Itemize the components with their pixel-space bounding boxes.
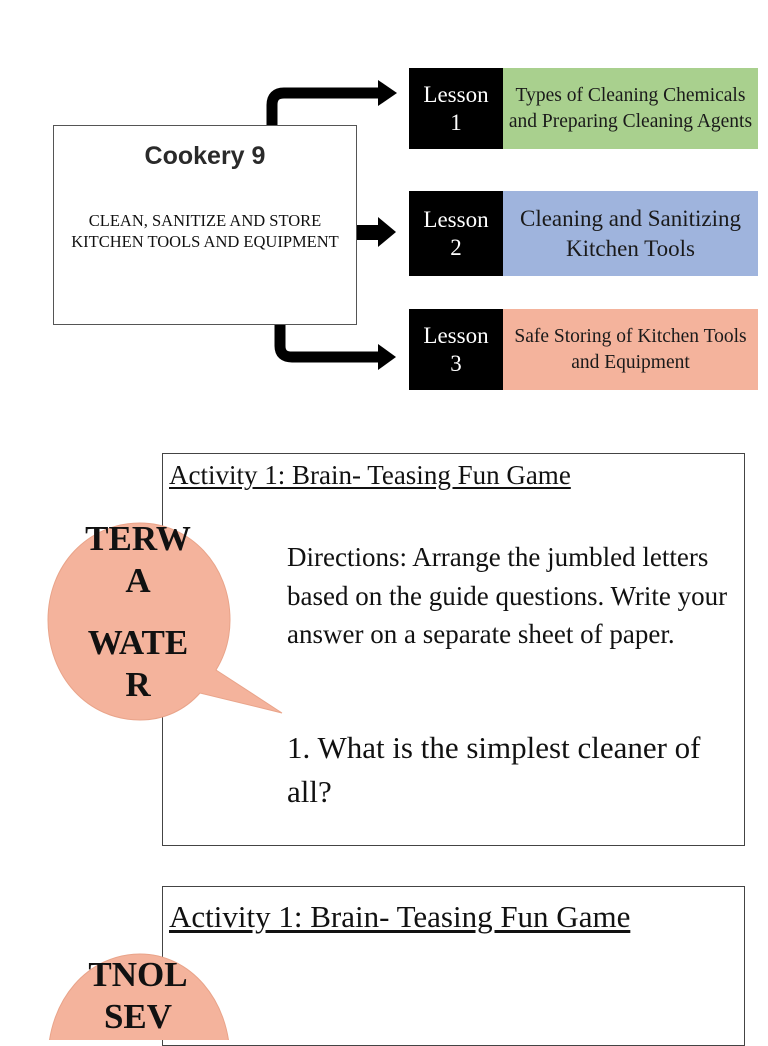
lesson-1-title: Types of Cleaning Chemicals and Preparin… (503, 68, 758, 149)
jumbled-line: TNOL (88, 955, 188, 994)
answer-word-1: WATE R (68, 622, 208, 706)
answer-line: WATE (87, 623, 189, 662)
jumbled-line: TERW (85, 519, 191, 558)
arrow-to-lesson-1 (266, 80, 397, 125)
jumbled-line: A (125, 561, 151, 600)
lesson-number: 1 (450, 109, 462, 135)
jumbled-word-2: TNOL SEV (68, 954, 208, 1038)
activity-card-2: Activity 1: Brain- Teasing Fun Game (162, 886, 745, 1046)
lesson-3-title: Safe Storing of Kitchen Tools and Equipm… (503, 309, 758, 390)
lesson-number: 3 (450, 350, 462, 376)
activity-directions: Directions: Arrange the jumbled letters … (287, 542, 728, 649)
activity-card-1: Activity 1: Brain- Teasing Fun Game Dire… (162, 453, 745, 846)
activity-question: 1. What is the simplest cleaner of all? (287, 730, 701, 809)
course-title: Cookery 9 (144, 142, 266, 170)
answer-line: R (125, 665, 151, 704)
course-subtitle: CLEAN, SANITIZE AND STORE KITCHEN TOOLS … (71, 211, 339, 251)
lesson-label: Lesson (423, 322, 489, 348)
jumbled-word-1: TERW A (68, 518, 208, 602)
lesson-number: 2 (450, 234, 462, 260)
activity-title: Activity 1: Brain- Teasing Fun Game (169, 899, 631, 934)
jumbled-line: SEV (103, 997, 173, 1036)
lesson-2-title: Cleaning and Sanitizing Kitchen Tools (503, 191, 758, 276)
arrow-to-lesson-3 (274, 325, 396, 370)
activity-title: Activity 1: Brain- Teasing Fun Game (169, 460, 571, 490)
lesson-label: Lesson (423, 81, 489, 107)
lesson-label: Lesson (423, 206, 489, 232)
course-box: Cookery 9 CLEAN, SANITIZE AND STORE KITC… (53, 125, 357, 325)
